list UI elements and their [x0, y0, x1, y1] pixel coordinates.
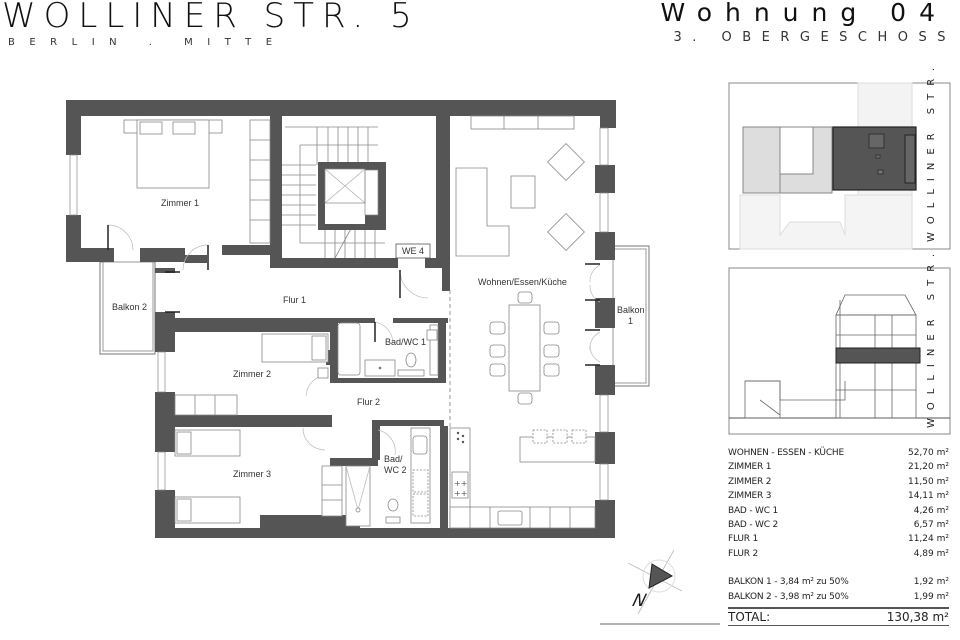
building-title: WOLLINER STR. 5 [2, 0, 420, 36]
balcony-1 [612, 245, 650, 387]
area-value: 11,24 m² [907, 534, 949, 545]
stairwell [282, 126, 385, 259]
balcony-2 [99, 261, 156, 355]
area-name: BALKON 2 - 3,98 m² zu 50% [728, 591, 849, 602]
room-label-flur2: Flur 2 [357, 397, 380, 407]
window-zimmer2 [157, 351, 166, 393]
room-label-flur1: Flur 1 [283, 295, 306, 305]
svg-text:++: ++ [454, 479, 467, 488]
bathroom-2-fixtures [345, 427, 431, 527]
beds-zimmer3 [174, 429, 241, 524]
windows-living [599, 127, 609, 501]
section-inset [728, 267, 951, 435]
floor-label: 3. OBERGESCHOSS [673, 30, 956, 45]
area-value: 21,20 m² [907, 462, 949, 473]
area-name: ZIMMER 3 [728, 491, 772, 502]
bathroom-1-fixtures [337, 322, 439, 377]
area-row: WOHNEN - ESSEN - KÜCHE 52,70 m² [728, 446, 949, 460]
area-value: 6,57 m² [913, 519, 949, 530]
window-zimmer1 [69, 154, 78, 216]
walls [66, 100, 616, 538]
area-name: BAD - WC 1 [728, 505, 779, 516]
section-street-label: WOLLINER STR. [926, 245, 937, 428]
area-row: BAD - WC 1 4,26 m² [728, 504, 949, 518]
room-label-bad1: Bad/WC 1 [385, 337, 426, 347]
unit-tag-box [395, 243, 431, 259]
balcony-row: BALKON 1 - 3,84 m² zu 50% 1,92 m² [728, 575, 949, 589]
building-subtitle: BERLIN . MITTE [8, 37, 287, 48]
stove-icons: ++ ++ [454, 431, 467, 498]
area-row: ZIMMER 1 21,20 m² [728, 460, 949, 474]
bed-zimmer1 [123, 119, 223, 189]
balcony-row: BALKON 2 - 3,98 m² zu 50% 1,99 m² [728, 590, 949, 604]
area-value: 1,92 m² [913, 577, 949, 588]
area-value: 14,11 m² [907, 491, 949, 502]
door-leaves [107, 225, 600, 366]
kitchen-counter [449, 427, 596, 529]
wardrobe-zimmer3 [321, 465, 343, 517]
area-name: WOHNEN - ESSEN - KÜCHE [728, 448, 844, 458]
area-row: FLUR 1 11,24 m² [728, 532, 949, 546]
room-label-wohnen: Wohnen/Essen/Küche [478, 277, 567, 287]
area-name: BALKON 1 - 3,84 m² zu 50% [728, 577, 849, 588]
area-row: ZIMMER 3 14,11 m² [728, 489, 949, 503]
area-value: 52,70 m² [907, 448, 949, 458]
unit-tag: WE 4 [402, 246, 424, 256]
room-label-bad2-line1: Bad/ [384, 454, 403, 464]
elevator-shaft [318, 162, 386, 230]
room-label-bad2-line2: WC 2 [384, 465, 407, 475]
area-row: FLUR 2 4,89 m² [728, 547, 949, 561]
area-value: 4,89 m² [913, 548, 949, 559]
site-plan-inset [728, 82, 951, 250]
svg-text:++: ++ [454, 489, 467, 498]
area-value: 4,26 m² [913, 505, 949, 516]
window-zimmer3 [157, 451, 166, 491]
area-name: ZIMMER 1 [728, 462, 772, 473]
area-table: WOHNEN - ESSEN - KÜCHE 52,70 m² ZIMMER 1 21… [728, 446, 949, 626]
area-row: ZIMMER 2 11,50 m² [728, 475, 949, 489]
room-label-balkon1-line2: 1 [628, 316, 633, 326]
living-furniture [455, 115, 596, 463]
total-row: TOTAL: 130,38 m² [728, 606, 949, 626]
area-value: 1,99 m² [913, 591, 949, 602]
area-name: BAD - WC 2 [728, 519, 779, 530]
room-label-balkon2: Balkon 2 [112, 302, 147, 312]
apartment-title: Wohnung 04 [660, 0, 948, 27]
room-label-zimmer3: Zimmer 3 [233, 469, 271, 479]
wardrobe-zimmer1 [249, 119, 271, 244]
area-value: 11,50 m² [907, 476, 949, 487]
wardrobe-zimmer2 [174, 394, 238, 416]
area-name: FLUR 2 [728, 548, 758, 559]
room-label-zimmer1: Zimmer 1 [161, 198, 199, 208]
north-arrow-icon [627, 549, 683, 615]
total-label: TOTAL: [728, 609, 771, 624]
bed-zimmer2 [261, 333, 329, 379]
room-label-zimmer2: Zimmer 2 [233, 369, 271, 379]
total-value: 130,38 m² [886, 609, 949, 624]
site-plan-street-label: WOLLINER STR. [926, 59, 937, 242]
area-row: BAD - WC 2 6,57 m² [728, 518, 949, 532]
area-name: FLUR 1 [728, 534, 758, 545]
area-name: ZIMMER 2 [728, 476, 772, 487]
room-label-balkon1-line1: Balkon [617, 305, 645, 315]
